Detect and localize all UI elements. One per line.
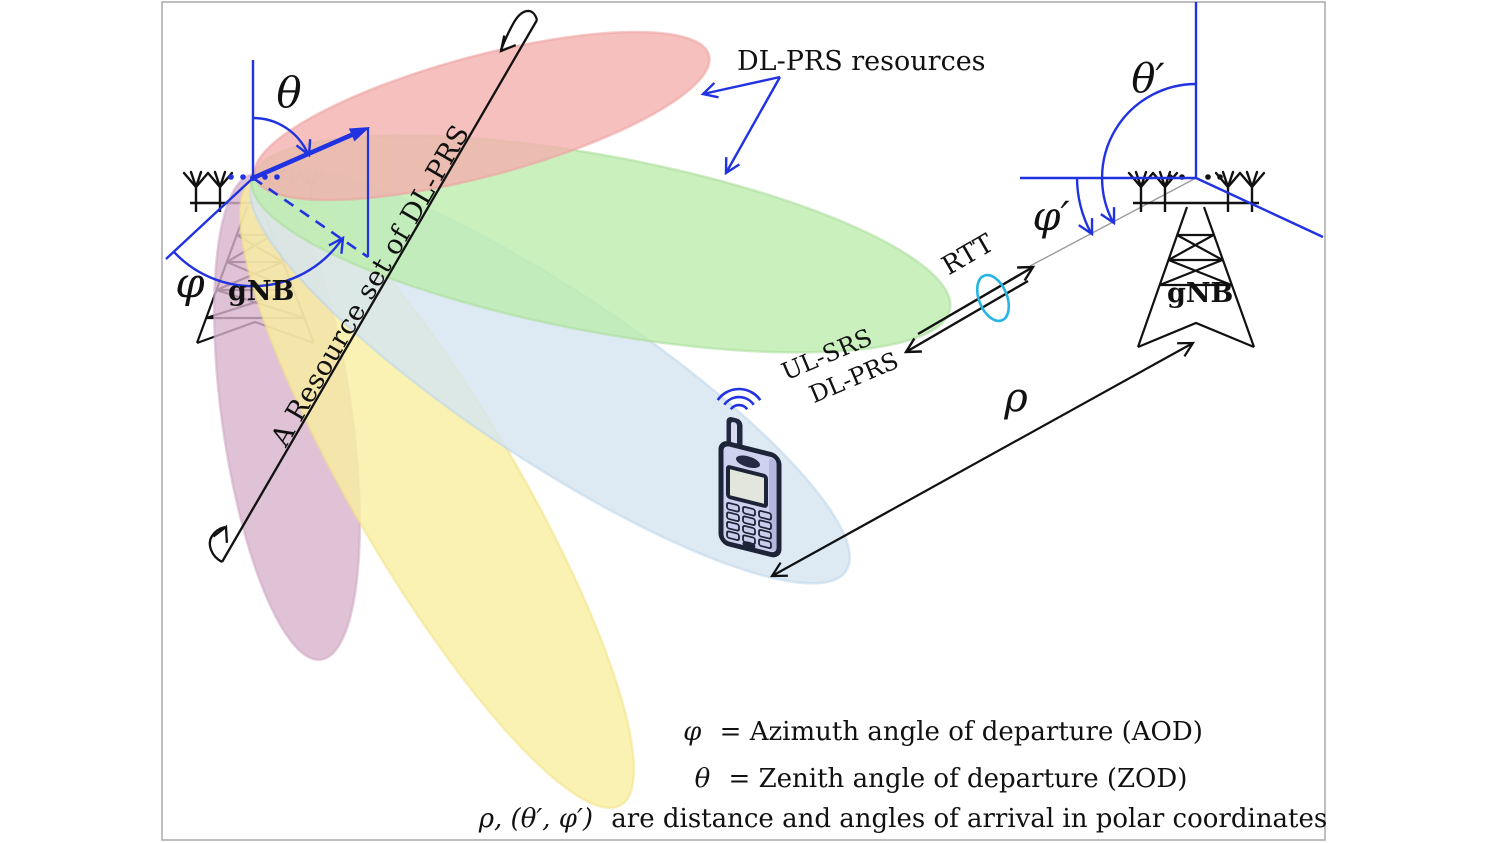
right-gnb-tower-icon bbox=[1136, 206, 1256, 349]
right-antenna-array-icon bbox=[1127, 170, 1266, 212]
ue-signal-waves-icon bbox=[716, 387, 762, 411]
zod-angle-label: θ bbox=[276, 68, 301, 117]
rho-distance-label: ρ bbox=[1003, 375, 1028, 421]
right-gnb-angle-construction bbox=[1020, 2, 1324, 239]
azimuth-projection-dashed bbox=[252, 176, 369, 259]
beam-direction-arrowhead bbox=[348, 127, 370, 142]
theta-arc bbox=[252, 116, 310, 155]
aoa-angle-label: φ′ bbox=[1032, 194, 1069, 240]
rho-distance-arrow bbox=[767, 335, 1198, 584]
beam-direction-vector bbox=[252, 130, 357, 181]
legend-line-zod: θ = Zenith angle of departure (ZOD) bbox=[695, 764, 1188, 794]
aod-angle-label: φ bbox=[175, 258, 205, 307]
resource-set-sweep-arrow bbox=[208, 9, 539, 564]
legend: φ = Azimuth angle of departure (AOD) θ =… bbox=[478, 717, 1328, 834]
zoa-angle-label: θ′ bbox=[1131, 56, 1164, 102]
ue-phone-icon bbox=[718, 417, 782, 558]
dlprs-resources-arrows bbox=[699, 75, 782, 178]
dlprs-resources-label: DL-PRS resources bbox=[737, 46, 986, 77]
left-antenna-dots bbox=[228, 174, 280, 181]
left-horizontal-axis bbox=[165, 177, 254, 260]
phi-prime-arc bbox=[1075, 177, 1093, 234]
rtt-round-trip-arrows bbox=[901, 259, 1038, 360]
phi-arc bbox=[173, 238, 343, 288]
legend-line-aod: φ = Azimuth angle of departure (AOD) bbox=[683, 717, 1203, 747]
left-gnb-label: gNB bbox=[228, 276, 294, 307]
theta-prime-arc bbox=[1100, 82, 1197, 223]
legend-line-polar: ρ, (θ′, φ′) are distance and angles of a… bbox=[478, 804, 1328, 834]
right-gnb-label: gNB bbox=[1167, 278, 1233, 309]
right-depth-axis bbox=[1195, 176, 1324, 239]
left-gnb-angle-construction bbox=[165, 60, 370, 288]
rtt-signal-ellipse-icon bbox=[975, 273, 1011, 323]
